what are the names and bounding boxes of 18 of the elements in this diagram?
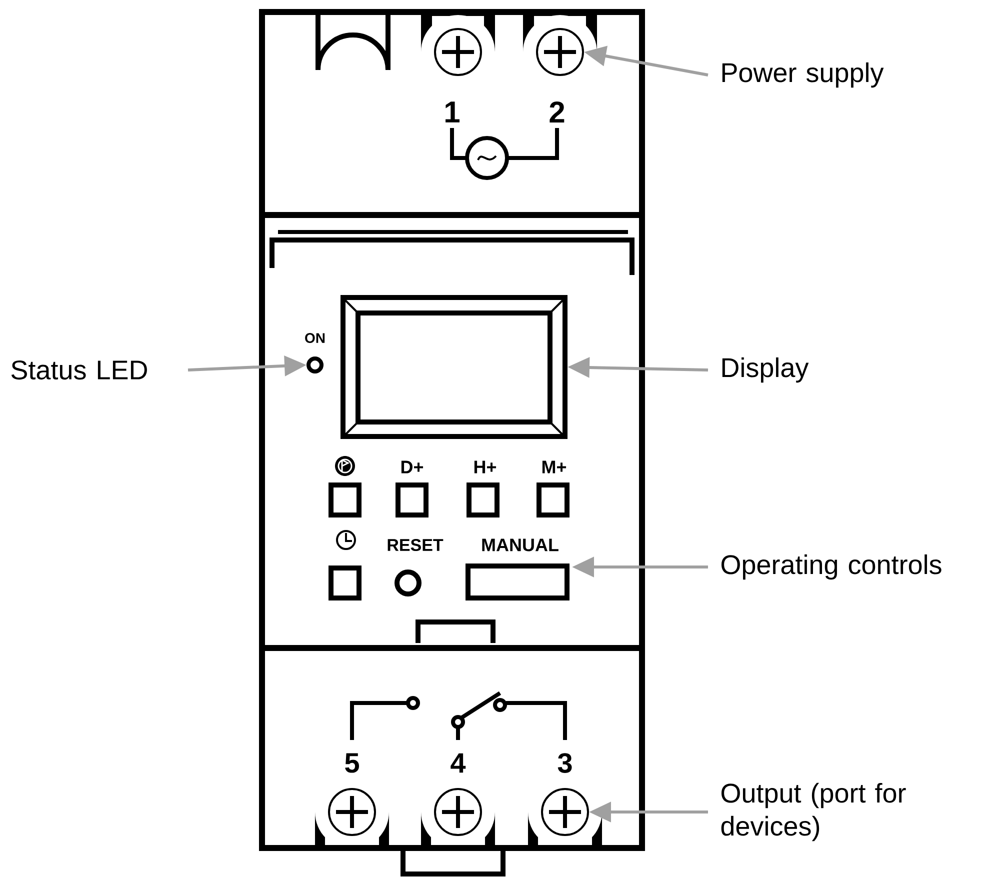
terminal-number: 4 <box>450 753 466 773</box>
terminal-number: 1 <box>446 102 460 122</box>
callout-text: Output (port for devices) <box>721 782 906 842</box>
callout-text: Display <box>722 357 809 383</box>
button-label: M+ <box>542 460 566 474</box>
terminal-screw <box>541 788 589 836</box>
button-label: RESET <box>388 538 444 552</box>
display-screen <box>340 295 568 439</box>
button-label: H+ <box>474 460 496 474</box>
terminal-screw <box>536 28 584 76</box>
button-label: D+ <box>401 460 424 474</box>
callout-text: Power supply <box>722 62 884 88</box>
button-label: MANUAL <box>482 538 558 552</box>
led-label: ON <box>305 333 325 343</box>
terminal-number: 5 <box>345 753 359 773</box>
callout-text: Status LED <box>11 360 147 380</box>
callout-text: Operating controls <box>722 554 942 580</box>
status-led <box>306 356 324 374</box>
